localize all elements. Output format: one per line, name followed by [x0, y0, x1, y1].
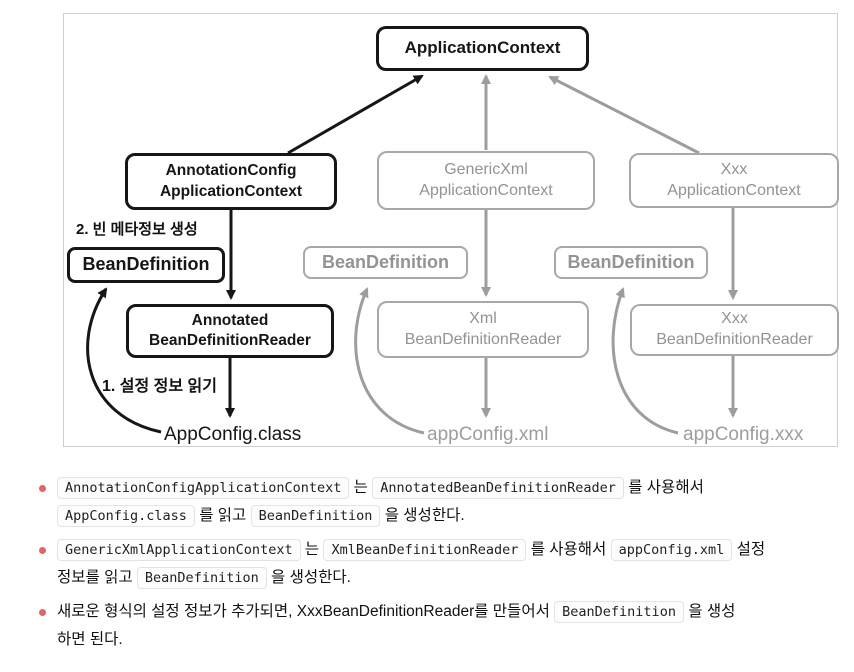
node-bean-definition-xxx: BeanDefinition [554, 246, 708, 279]
label-appconfig-class: AppConfig.class [164, 424, 302, 445]
note-item-annotation-config: AnnotationConfigApplicationContext 는 Ann… [38, 474, 828, 530]
node-annotated-bean-definition-reader: Annotated BeanDefinitionReader [126, 304, 334, 358]
label-step1-read-config: 1. 설정 정보 읽기 [102, 378, 217, 395]
node-label-line2: ApplicationContext [667, 181, 801, 199]
note-text: GenericXmlApplicationContext 는 XmlBeanDe… [57, 539, 765, 589]
node-generic-xml-application-context: GenericXml ApplicationContext [377, 151, 595, 210]
bullet-dot [39, 609, 46, 616]
notes-list: AnnotationConfigApplicationContext 는 Ann… [38, 474, 828, 660]
node-xxx-bean-definition-reader: Xxx BeanDefinitionReader [630, 304, 839, 356]
label-appconfig-xxx: appConfig.xxx [683, 424, 804, 445]
node-label: ApplicationContext [404, 38, 561, 58]
node-label-line1: Xml [469, 309, 497, 327]
inline-code: XmlBeanDefinitionReader [323, 539, 527, 561]
node-label-line2: BeanDefinitionReader [404, 330, 562, 348]
inline-code: GenericXmlApplicationContext [57, 539, 301, 561]
note-item-generic-xml: GenericXmlApplicationContext 는 XmlBeanDe… [38, 536, 828, 592]
node-bean-definition-xml: BeanDefinition [303, 246, 468, 279]
node-label-line1: Annotated [191, 311, 269, 329]
inline-code: AnnotatedBeanDefinitionReader [372, 477, 624, 499]
node-label: BeanDefinition [82, 254, 210, 275]
inline-code: BeanDefinition [250, 505, 381, 527]
inline-code: appConfig.xml [610, 539, 733, 561]
node-application-context: ApplicationContext [376, 26, 589, 71]
node-xxx-application-context: Xxx ApplicationContext [629, 153, 839, 208]
node-label-line1: Xxx [721, 310, 748, 328]
node-label-line2: ApplicationContext [159, 182, 303, 200]
inline-code: AnnotationConfigApplicationContext [57, 477, 350, 499]
inline-code: BeanDefinition [554, 601, 684, 623]
node-label: BeanDefinition [321, 251, 449, 272]
bullet-dot [39, 547, 46, 554]
inline-code: BeanDefinition [136, 567, 267, 589]
note-text: AnnotationConfigApplicationContext 는 Ann… [57, 477, 704, 527]
node-label-line1: GenericXml [444, 160, 528, 178]
label-step2-bean-metadata: 2. 빈 메타정보 생성 [76, 221, 198, 238]
arrow-xxxcontext-to-applicationcontext [548, 75, 700, 155]
node-bean-definition-main: BeanDefinition [67, 247, 225, 283]
node-label-line1: Xxx [720, 160, 748, 178]
node-label: BeanDefinition [567, 251, 695, 272]
architecture-diagram: ApplicationContext AnnotationConfig Appl… [63, 13, 839, 447]
node-label-line2: BeanDefinitionReader [149, 332, 311, 349]
arrow-annotationconfig-to-applicationcontext [287, 74, 424, 155]
node-xml-bean-definition-reader: Xml BeanDefinitionReader [377, 301, 589, 358]
node-label-line1: AnnotationConfig [165, 162, 297, 180]
label-appconfig-xml: appConfig.xml [427, 424, 549, 445]
inline-code: AppConfig.class [57, 505, 195, 527]
note-item-new-format: 새로운 형식의 설정 정보가 추가되면, XxxBeanDefinitionRe… [38, 598, 828, 654]
bullet-dot [39, 485, 46, 492]
node-label-line2: BeanDefinitionReader [656, 331, 813, 348]
node-annotation-config-application-context: AnnotationConfig ApplicationContext [125, 153, 337, 210]
node-label-line2: ApplicationContext [419, 181, 553, 199]
note-text: 새로운 형식의 설정 정보가 추가되면, XxxBeanDefinitionRe… [57, 601, 736, 648]
